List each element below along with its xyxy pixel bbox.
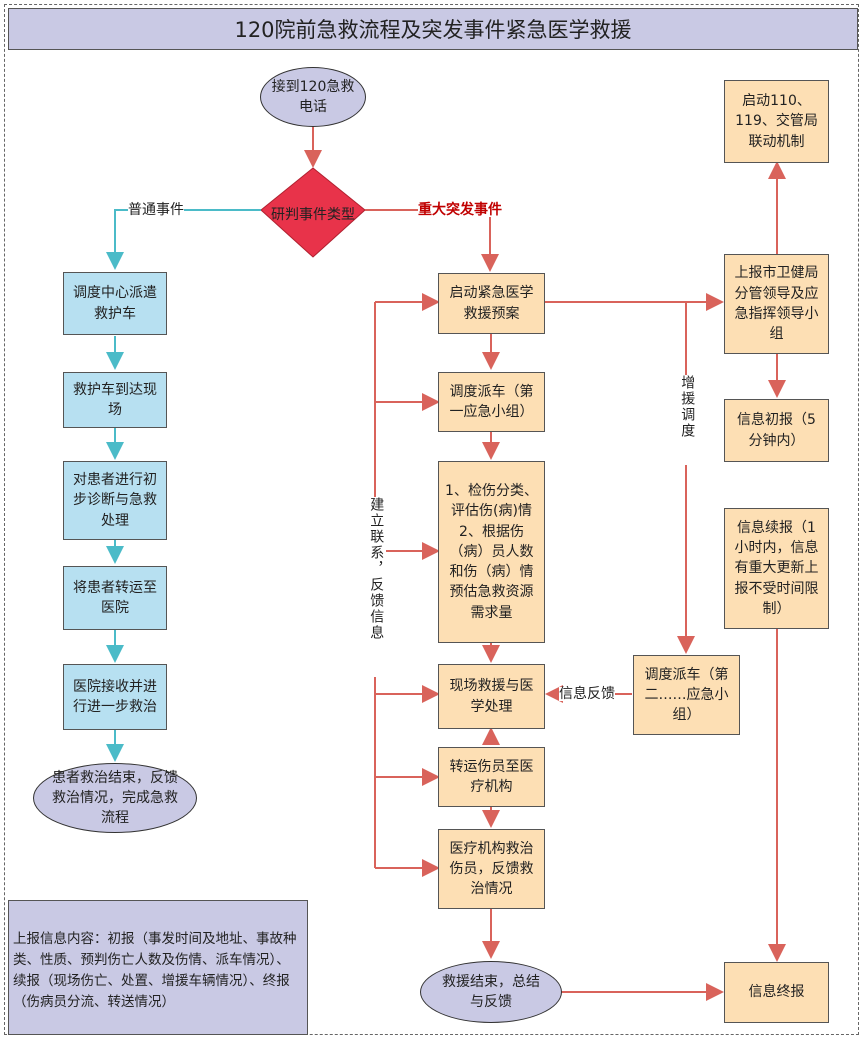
normal-step: 调度中心派遣救护车 (63, 272, 167, 335)
major-step: 转运伤员至医疗机构 (438, 747, 545, 807)
branch-label-normal: 普通事件 (128, 202, 184, 218)
report-content-note: 上报信息内容：初报（事发时间及地址、事故种类、性质、预判伤亡人数及伤情、派车情况… (8, 900, 308, 1035)
right-step: 启动110、119、交管局联动机制 (724, 80, 829, 163)
normal-step: 对患者进行初步诊断与急救处理 (63, 461, 167, 540)
right-step: 信息续报（1小时内，信息有重大更新上报不受时间限制） (724, 508, 829, 629)
decision-diamond (260, 167, 366, 258)
page-title: 120院前急救流程及突发事件紧急医学救援 (8, 8, 858, 50)
major-end-node: 救援结束，总结与反馈 (420, 961, 562, 1023)
normal-step: 救护车到达现场 (63, 372, 167, 428)
major-step: 现场救援与医学处理 (438, 664, 545, 729)
major-step: 调度派车（第一应急小组） (438, 372, 545, 432)
reinforce-label: 增援调度 (677, 375, 698, 465)
normal-step: 医院接收并进行进一步救治 (63, 664, 167, 730)
major-step: 医疗机构救治伤员，反馈救治情况 (438, 829, 545, 909)
right-step: 信息初报（5分钟内） (724, 399, 829, 462)
major-step: 启动紧急医学救援预案 (438, 273, 545, 334)
start-node: 接到120急救电话 (260, 67, 366, 127)
right-step: 信息终报 (724, 962, 829, 1023)
contact-label: 建立联系，反馈信息 (366, 497, 387, 677)
branch-label-major: 重大突发事件 (418, 202, 502, 218)
decision-label: 研判事件类型 (271, 206, 355, 223)
right-step: 上报市卫健局分管领导及应急指挥领导小组 (724, 254, 829, 354)
normal-end-node: 患者救治结束，反馈救治情况，完成急救流程 (33, 763, 197, 833)
page-frame (4, 4, 859, 1035)
feedback-label: 信息反馈 (559, 686, 615, 702)
second-dispatch-node: 调度派车（第二……应急小组） (633, 655, 740, 735)
normal-step: 将患者转运至医院 (63, 566, 167, 630)
major-step: 1、检伤分类、评估伤(病)情 2、根据伤（病）员人数和伤（病）情预估急救资源需求… (438, 461, 545, 643)
